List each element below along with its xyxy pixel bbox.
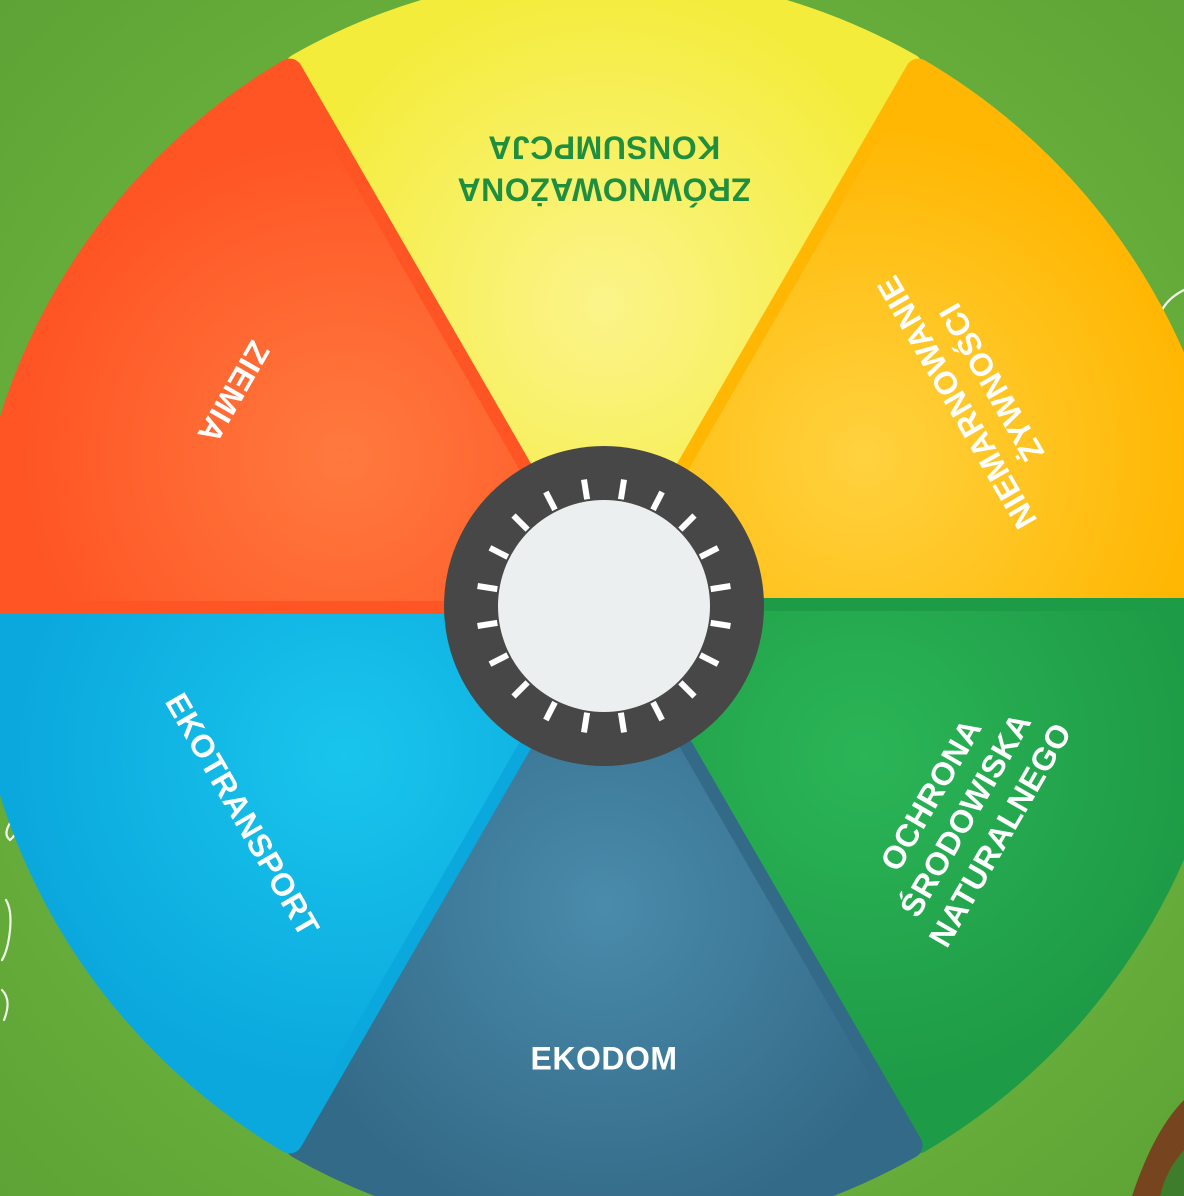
hub-tick [543, 490, 558, 512]
hub-center-button[interactable] [498, 500, 710, 712]
hub-tick [650, 700, 665, 722]
hub-tick [617, 712, 627, 733]
hub-tick [678, 680, 697, 699]
label-group-zrownowazona: ZRÓWNOWAŻONA KONSUMPCJA [457, 130, 751, 208]
hub-tick [698, 545, 720, 560]
hub-tick [698, 652, 720, 667]
hub-tick [543, 700, 558, 722]
hub-tick [511, 680, 530, 699]
segment-label-zrownowazona: ZRÓWNOWAŻONA [457, 172, 751, 208]
hub-tick [710, 619, 731, 629]
hub-tick [477, 583, 498, 593]
hub-tick [477, 619, 498, 629]
corner-photo-fragment [1132, 1100, 1184, 1196]
segment-label-ekodom: EKODOM [531, 1040, 678, 1076]
hub-tick [650, 490, 665, 512]
hub-tick [678, 513, 697, 532]
hub-tick [581, 479, 591, 500]
hub-tick [710, 583, 731, 593]
hub-tick [581, 712, 591, 733]
label-group-ekodom: EKODOM [531, 1040, 678, 1076]
hub-tick [488, 652, 510, 667]
hub-tick [617, 479, 627, 500]
hub-tick [488, 545, 510, 560]
wheel-hub[interactable] [444, 446, 764, 766]
hub-tick [511, 513, 530, 532]
segment-label-zrownowazona: KONSUMPCJA [488, 130, 721, 166]
